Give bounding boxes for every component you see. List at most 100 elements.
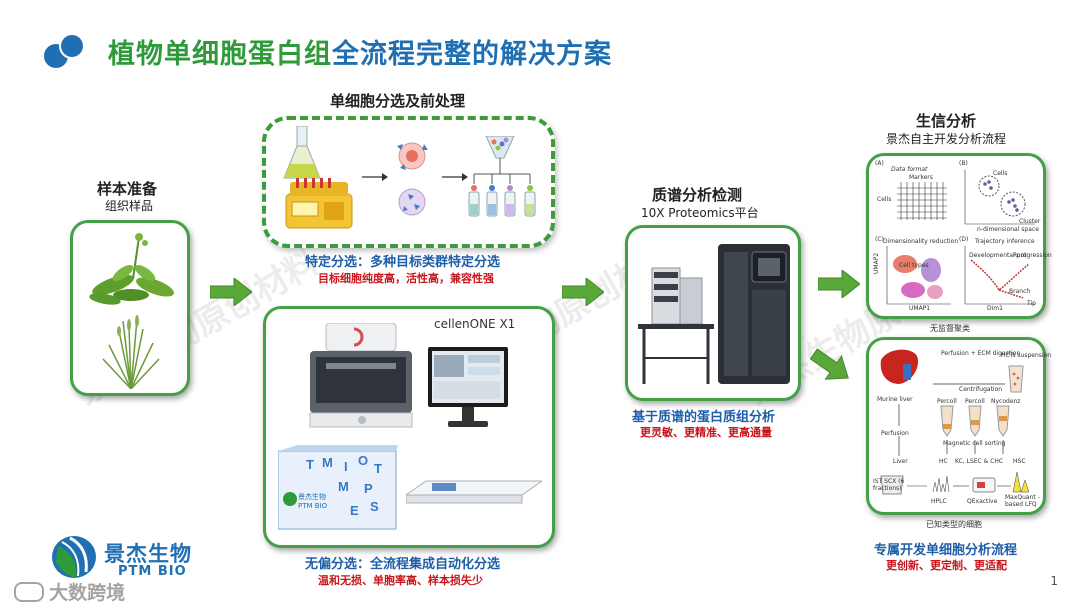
svg-text:O: O xyxy=(358,453,368,468)
target-cell-icon-2 xyxy=(398,188,426,216)
panel2-kc: KC, LSEC & CHC xyxy=(955,458,1004,465)
bioinfo-subtitle: 景杰自主开发分析流程 xyxy=(886,132,1007,146)
panel2-hc: HC xyxy=(939,458,948,465)
panel1-label-d: (D) xyxy=(959,236,969,243)
panel1-markers: Markers xyxy=(909,174,933,181)
panel1-cell-types: Cell types xyxy=(899,262,929,269)
plant-grass-image xyxy=(102,315,160,389)
arrow-right-icon xyxy=(210,278,252,306)
svg-text:T: T xyxy=(374,461,382,476)
panel1-label-a: (A) xyxy=(875,160,884,167)
panel1-label-b: (B) xyxy=(959,160,968,167)
panel1-root: Root xyxy=(1013,252,1027,259)
panel2-hplc: HPLC xyxy=(931,498,947,505)
page-title: 植物单细胞蛋白组全流程完整的解决方案 xyxy=(108,32,612,71)
arrow-down-right-icon xyxy=(809,348,849,380)
ptm-bio-logo-icon xyxy=(52,536,96,578)
ms-box xyxy=(625,225,801,401)
bioinfo-known-box: Perfusion + ECM digestion HCTs suspensio… xyxy=(866,337,1051,515)
page-number: 1 xyxy=(1050,574,1058,588)
page-title-part2: 全流程完整的解决方案 xyxy=(332,39,612,70)
panel1-label-c: (C) xyxy=(875,236,884,243)
cellenone-label: cellenONE X1 xyxy=(434,317,516,331)
ms-detail: 更灵敏、更精准、更高通量 xyxy=(640,426,772,439)
panel2-sorting: Magnetic cell sorting xyxy=(943,440,1006,447)
sample-box xyxy=(70,220,190,396)
panel2-perfusion-ecm: Perfusion + ECM digestion xyxy=(941,350,1021,357)
plant-rosette-image xyxy=(89,233,174,305)
kit-box-brand: 景杰生物 PTM BIO xyxy=(298,493,327,511)
panel2-qexactive: QExactive xyxy=(967,498,998,505)
footer-source-text: 大数跨境 xyxy=(49,582,126,604)
flask-icon xyxy=(283,126,321,179)
panel1-n-space: n-dimensional space xyxy=(977,226,1039,233)
panel2-maxquant: MaxQuant -based LFQ xyxy=(1005,494,1040,508)
panel2-nycodenz: Nycodenz xyxy=(991,398,1021,405)
panel1-umap1: UMAP1 xyxy=(909,305,931,312)
footer-source-icon xyxy=(14,581,44,602)
panel1-umap2: UMAP2 xyxy=(873,252,880,274)
panel1-cells-2: Cells xyxy=(993,170,1008,177)
bioinfo-title: 生信分析 xyxy=(916,112,977,130)
panel1-branch: Branch xyxy=(1009,288,1031,295)
monitor-icon xyxy=(428,347,508,427)
specific-sort-caption: 特定分选：多种目标类群特定分选 xyxy=(305,255,501,270)
panel2-hsc: HSC xyxy=(1013,458,1026,465)
sort-funnel-tubes-icon xyxy=(468,136,536,217)
panel2-liver: Liver xyxy=(893,458,908,465)
bioinfo-detail: 更创新、更定制、更适配 xyxy=(886,559,1007,572)
arrow-right-icon-3 xyxy=(818,270,860,298)
clustering-figure xyxy=(886,170,1035,305)
panel2-ist: IST SCX (6 fractions) xyxy=(873,478,905,492)
logo-text-en: PTM BIO xyxy=(118,564,187,579)
panel2-perfusion: Perfusion xyxy=(881,430,909,437)
panel1-cluster: Cluster xyxy=(1019,218,1041,225)
svg-text:E: E xyxy=(350,503,359,518)
kit-box-brand-en: PTM BIO xyxy=(298,502,328,510)
presort-title: 单细胞分选及前处理 xyxy=(330,92,466,110)
panel1-dim-red: Dimensionality reduction xyxy=(883,238,959,245)
step-arrow-icon-2 xyxy=(442,173,468,181)
panel1-cells: Cells xyxy=(877,196,892,203)
panel2-hcts: HCTs suspension xyxy=(1001,352,1052,359)
specific-sort-box xyxy=(262,116,555,248)
specific-sort-detail: 目标细胞纯度高，活性高，兼容性强 xyxy=(318,272,494,285)
panel2-caption: 已知类型的细胞 xyxy=(926,520,982,529)
panel1-tip: Tip xyxy=(1027,300,1036,307)
panel1-dev-prog: Developmental progression xyxy=(969,252,1052,259)
panel2-percoll-2: Percoll xyxy=(965,398,985,405)
svg-text:T: T xyxy=(306,457,314,472)
step-arrow-icon xyxy=(362,173,388,181)
svg-text:M: M xyxy=(322,455,333,470)
kit-box-brand-cn: 景杰生物 xyxy=(298,493,326,501)
bioinfo-cluster-box: (A) (B) (C) (D) Data format Markers Cell… xyxy=(866,153,1052,319)
arrow-right-icon-2 xyxy=(562,278,604,306)
unbiased-sort-detail: 温和无损、单胞率高、样本损失少 xyxy=(318,574,483,587)
footer-source: 大数跨境 xyxy=(14,578,125,605)
panel1-data-format: Data format xyxy=(891,166,928,173)
ms-title: 质谱分析检测 xyxy=(652,186,743,204)
sample-title: 样本准备 xyxy=(97,180,158,198)
ms-caption: 基于质谱的蛋白质组分析 xyxy=(632,410,776,425)
title-dots-icon xyxy=(42,32,86,72)
panel1-dim1: Dim1 xyxy=(987,305,1003,312)
cellenone-instrument-image xyxy=(309,323,413,428)
ms-subtitle: 10X Proteomics平台 xyxy=(641,206,759,220)
unbiased-sort-caption: 无偏分选：全流程集成自动化分选 xyxy=(305,557,501,572)
panel1-caption: 无监督聚类 xyxy=(930,324,970,333)
panel1-traj: Trajectory inference xyxy=(975,238,1035,245)
page-title-part1: 植物单细胞蛋白组 xyxy=(108,39,332,70)
known-cell-workflow-figure xyxy=(880,349,1030,495)
svg-text:M: M xyxy=(338,479,349,494)
sample-subtitle: 组织样品 xyxy=(105,199,154,213)
mass-spec-instrument-image xyxy=(638,244,790,384)
panel2-murine-liver: Murine liver xyxy=(877,396,913,403)
target-cell-icon xyxy=(397,142,428,170)
svg-text:P: P xyxy=(364,481,373,496)
svg-text:S: S xyxy=(370,499,379,514)
panel2-centrifugation: Centrifugation xyxy=(959,386,1003,393)
svg-text:I: I xyxy=(344,459,348,474)
sorter-machine-icon xyxy=(285,178,353,229)
